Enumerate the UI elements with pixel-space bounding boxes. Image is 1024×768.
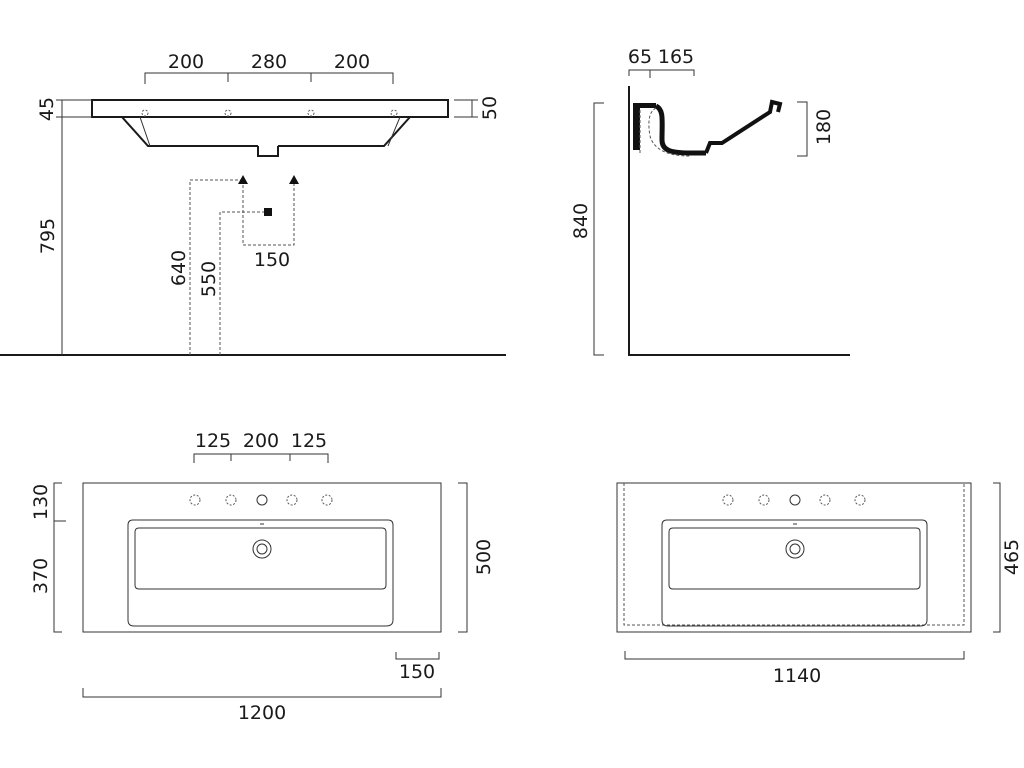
plan-tap-spacing-label: 125 (195, 430, 231, 452)
basin-outer (127, 519, 394, 627)
tap-hole-marker (189, 494, 201, 506)
compact-depth-label: 465 (1001, 539, 1023, 575)
drain-icon (785, 539, 805, 559)
slab-thickness-left-label: 45 (36, 97, 58, 121)
drain-inner-icon (256, 543, 268, 555)
tap-hole-marker (854, 494, 866, 506)
wall-offset-label: 65 (628, 46, 652, 68)
plan-view-compact: 465 1140 (616, 482, 1023, 687)
basin-body (121, 116, 411, 147)
plan-tap-spacing-line (193, 453, 329, 463)
tap-hole-main (256, 494, 268, 506)
slab-thickness-right-label: 50 (479, 96, 501, 120)
supply-valve-icon (289, 175, 299, 184)
plan-tap-spacing-label: 200 (243, 430, 279, 452)
basin-wall-bracket (630, 103, 656, 150)
compact-width-line (624, 651, 965, 660)
side-height-label: 840 (570, 203, 592, 239)
tap-hole-marker (819, 494, 831, 506)
plan-tap-spacing-label: 125 (291, 430, 327, 452)
waste-outlet-icon (264, 208, 272, 216)
slab-thickness-left-line (56, 99, 92, 118)
compact-cut-outline (623, 483, 965, 626)
plan-depth-label: 500 (473, 539, 495, 575)
plan-view: 125 200 125 130 370 500 150 1200 (30, 430, 495, 724)
drain-inner-icon (789, 543, 801, 555)
compact-depth-line (993, 482, 1001, 633)
supply-guide-lines (189, 179, 295, 355)
side-top-dimension-line (628, 69, 695, 78)
side-elevation: 65 165 180 840 (570, 46, 850, 356)
tap-hole-marker (141, 109, 149, 117)
compact-width-label: 1140 (773, 665, 821, 687)
tap-spacing-label: 200 (168, 51, 204, 73)
side-offset-line (395, 652, 440, 660)
height-top-label: 795 (37, 218, 59, 254)
basin-profile (654, 103, 706, 156)
supply-spacing-label: 150 (254, 249, 290, 271)
tap-offset-label: 165 (658, 46, 694, 68)
basin-depth-line (797, 101, 808, 157)
back-edge-label: 130 (30, 484, 52, 520)
tap-hole-marker (286, 494, 298, 506)
plan-left-dimension-line (53, 482, 66, 633)
basin-length-label: 370 (30, 558, 52, 594)
tap-spacing-label: 200 (334, 51, 370, 73)
basin-outer (661, 519, 928, 627)
tap-hole-marker (758, 494, 770, 506)
slab-thickness-right-line (454, 99, 478, 118)
countertop-outline (82, 482, 442, 633)
tap-hole-marker (225, 494, 237, 506)
countertop-outline (616, 482, 972, 633)
side-offset-label: 150 (399, 661, 435, 683)
tap-hole-marker (722, 494, 734, 506)
basin-slab (91, 99, 449, 118)
side-height-line (593, 102, 604, 356)
tap-hole-main (789, 494, 801, 506)
tap-spacing-dimension-line (144, 72, 394, 84)
tap-hole-marker (390, 109, 398, 117)
tap-spacing-label: 280 (251, 51, 287, 73)
waste-height-label: 550 (198, 261, 220, 297)
hot-supply-height-label: 640 (168, 250, 190, 286)
tap-hole-marker (307, 109, 315, 117)
tap-hole-marker (321, 494, 333, 506)
basin-depth-label: 180 (813, 109, 835, 145)
front-elevation: 200 280 200 45 50 795 640 550 150 (0, 51, 506, 356)
plan-depth-line (458, 482, 468, 633)
basin-inner (668, 527, 921, 590)
tap-hole-marker (224, 109, 232, 117)
basin-front-profile (704, 99, 783, 154)
basin-inner-outline (648, 107, 691, 157)
drain-icon (252, 539, 272, 559)
basin-inner-edge (139, 116, 401, 147)
plan-width-line (82, 688, 442, 698)
supply-valve-icon (238, 175, 248, 184)
basin-inner (134, 527, 387, 590)
plan-width-label: 1200 (238, 702, 286, 724)
drain-stub (257, 146, 279, 157)
